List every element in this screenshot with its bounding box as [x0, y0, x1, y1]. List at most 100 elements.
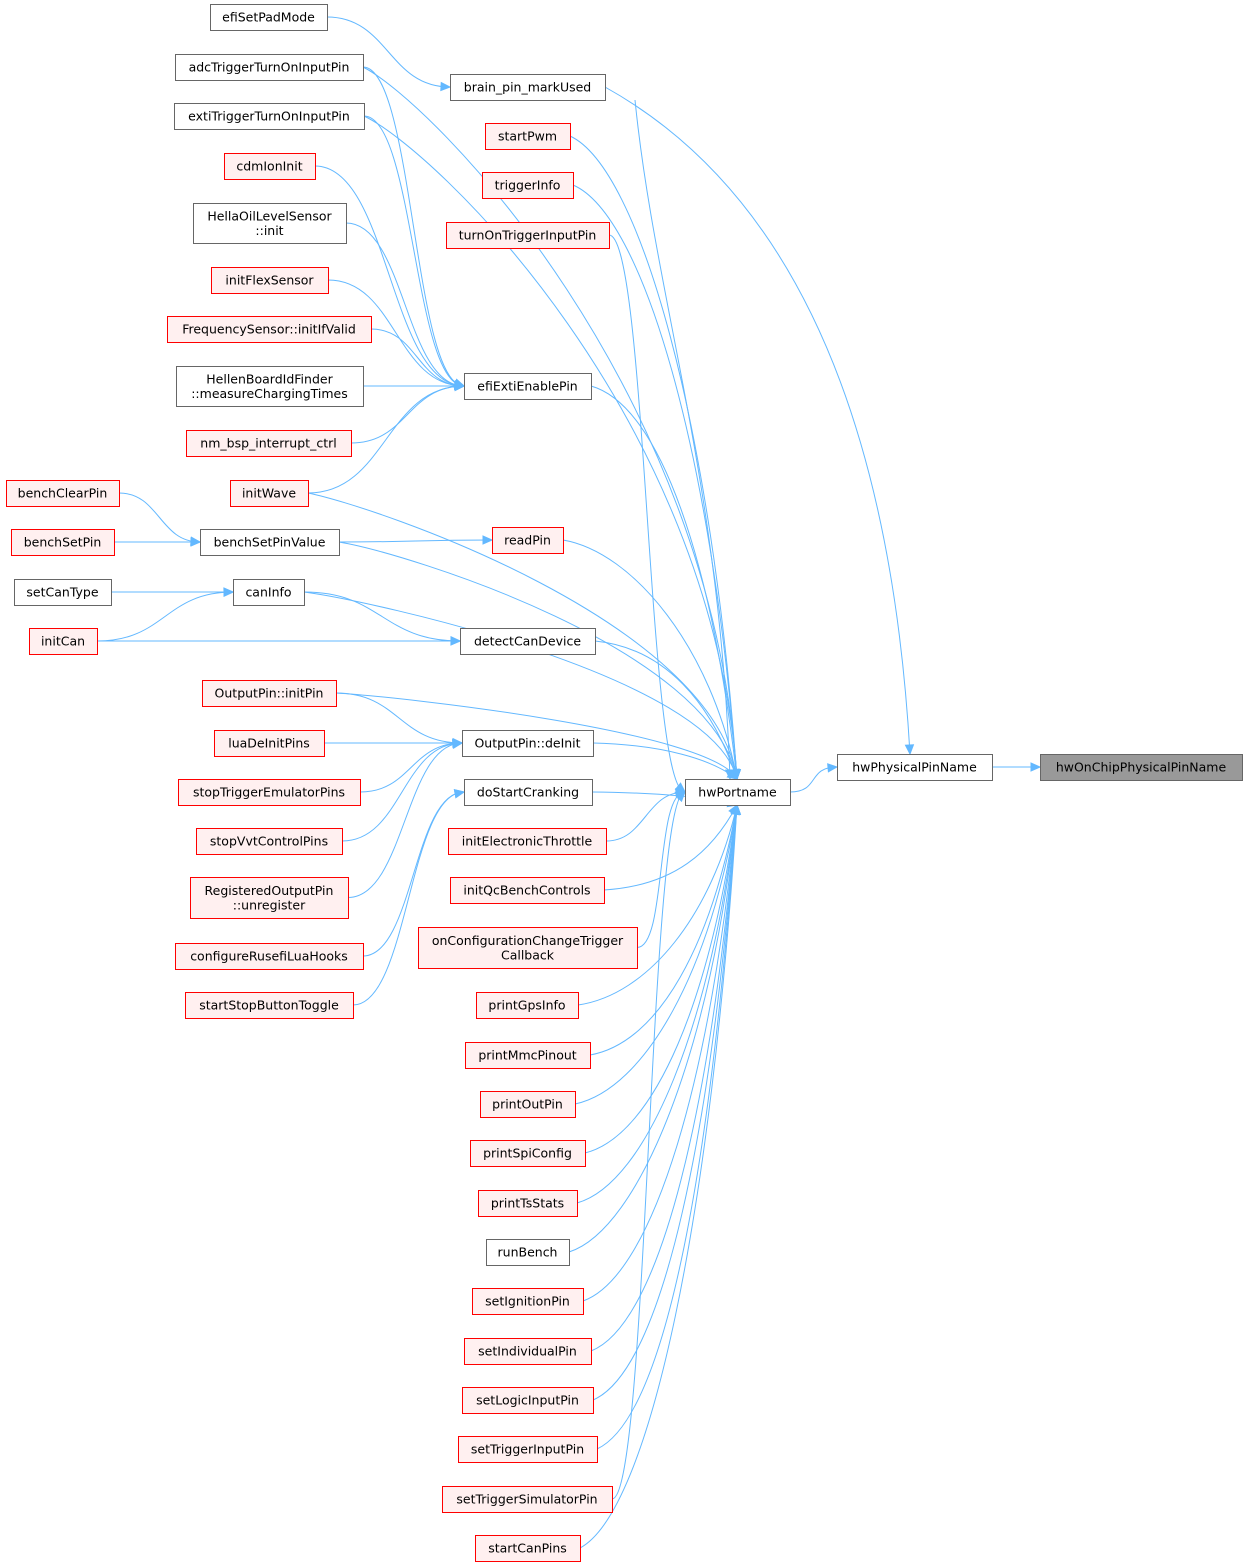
- edge-line: [307, 385, 465, 494]
- node-label: ::init: [255, 223, 283, 238]
- node-label: stopTriggerEmulatorPins: [193, 785, 345, 800]
- node-nm-bsp-interrupt-ctrl[interactable]: nm_bsp_interrupt_ctrl: [186, 430, 352, 457]
- node-box: [174, 103, 365, 130]
- node-caninfo[interactable]: canInfo: [233, 579, 305, 606]
- node-initelectronicthrottle[interactable]: initElectronicThrottle: [448, 828, 607, 855]
- node-readpin[interactable]: readPin: [492, 527, 564, 554]
- node-adctriggerturnoninputpin[interactable]: adcTriggerTurnOnInputPin: [175, 54, 364, 81]
- node-box: [193, 203, 347, 244]
- node-stoptriggeremulatorpins[interactable]: stopTriggerEmulatorPins: [178, 779, 361, 806]
- edge-line: [590, 804, 738, 1352]
- node-box: [478, 1190, 578, 1217]
- node-setcantype[interactable]: setCanType: [14, 579, 112, 606]
- node-label: setLogicInputPin: [476, 1393, 579, 1408]
- node-outputpin-deinit[interactable]: OutputPin::deInit: [462, 730, 594, 757]
- node-label: printSpiConfig: [483, 1146, 572, 1161]
- edge-line: [569, 135, 738, 780]
- node-label: startPwm: [498, 129, 557, 144]
- edge-exti-to-efiExti: [363, 115, 466, 388]
- node-initflexsensor[interactable]: initFlexSensor: [211, 267, 329, 294]
- node-efiextienablepin[interactable]: efiExtiEnablePin: [464, 373, 592, 400]
- node-dostartcranking[interactable]: doStartCranking: [464, 779, 593, 806]
- node-stopvvtcontrolpins[interactable]: stopVvtControlPins: [196, 828, 343, 855]
- edge-line: [338, 541, 738, 780]
- node-label: hwPortname: [698, 785, 777, 800]
- node-brain-pin-markused[interactable]: brain_pin_markUsed: [450, 74, 606, 101]
- node-startcanpins[interactable]: startCanPins: [475, 1535, 581, 1562]
- node-benchsetpinvalue[interactable]: benchSetPinValue: [200, 529, 340, 556]
- node-detectcandevice[interactable]: detectCanDevice: [460, 628, 596, 655]
- node-setindividualpin[interactable]: setIndividualPin: [464, 1338, 592, 1365]
- node-label: printGpsInfo: [488, 998, 565, 1013]
- node-box: [492, 527, 564, 554]
- edge-line: [359, 742, 463, 793]
- node-box: [230, 480, 309, 507]
- node-printmmcpinout[interactable]: printMmcPinout: [465, 1042, 591, 1069]
- node-efisetpadmode[interactable]: efiSetPadMode: [210, 4, 328, 31]
- node-extitriggerturnoninputpin[interactable]: extiTriggerTurnOnInputPin: [174, 103, 365, 130]
- node-box: [185, 992, 354, 1019]
- node-label: efiSetPadMode: [222, 10, 315, 25]
- node-setignitionpin[interactable]: setIgnitionPin: [472, 1288, 584, 1315]
- node-setlogicinputpin[interactable]: setLogicInputPin: [462, 1387, 594, 1414]
- node-printoutpin[interactable]: printOutPin: [480, 1091, 576, 1118]
- node-frequencysensor-initifvalid[interactable]: FrequencySensor::initIfValid: [167, 316, 372, 343]
- node-luadeinitpins[interactable]: luaDeInitPins: [214, 730, 325, 757]
- edge-line: [335, 692, 463, 744]
- node-benchsetpin[interactable]: benchSetPin: [11, 529, 115, 556]
- node-box: [448, 828, 607, 855]
- edge-arrowhead: [453, 789, 466, 799]
- node-hwportname[interactable]: hwPortname: [685, 779, 791, 806]
- node-initqcbenchcontrols[interactable]: initQcBenchControls: [450, 877, 605, 904]
- node-box: [480, 1091, 576, 1118]
- node-label: detectCanDevice: [474, 634, 581, 649]
- edge-arrowhead: [726, 769, 738, 780]
- edge-line: [592, 804, 738, 1401]
- node-label: readPin: [504, 533, 551, 548]
- node-box: [458, 1436, 598, 1463]
- node-startstopbuttontoggle[interactable]: startStopButtonToggle: [185, 992, 354, 1019]
- node-turnontriggerinputpin[interactable]: turnOnTriggerInputPin: [446, 222, 610, 249]
- node-outputpin-initpin[interactable]: OutputPin::initPin: [202, 680, 337, 707]
- node-label: ::unregister: [233, 897, 306, 912]
- node-label: setTriggerSimulatorPin: [456, 1492, 597, 1507]
- node-label: startStopButtonToggle: [199, 998, 339, 1013]
- edge-arrowhead: [674, 791, 686, 803]
- node-box: [1040, 754, 1243, 781]
- edge-regOut-to-deInit: [347, 739, 464, 898]
- edge-line: [362, 66, 738, 780]
- node-printtsstats[interactable]: printTsStats: [478, 1190, 578, 1217]
- node-printgpsinfo[interactable]: printGpsInfo: [476, 992, 579, 1019]
- node-configurerusefiluahooks[interactable]: configureRusefiLuaHooks: [175, 943, 364, 970]
- node-runbench[interactable]: runBench: [486, 1239, 570, 1266]
- edge-line: [574, 804, 738, 1105]
- edge-cdmIonInit-to-efiExti: [314, 165, 466, 390]
- node-box: [211, 267, 329, 294]
- node-hellaoillevelsensor-init[interactable]: HellaOilLevelSensor::init: [193, 203, 347, 244]
- node-hwonchipphysicalpinname[interactable]: hwOnChipPhysicalPinName: [1040, 754, 1243, 781]
- node-label: HellenBoardIdFinder: [206, 371, 333, 386]
- node-registeredoutputpin-unregister[interactable]: RegisteredOutputPin::unregister: [190, 877, 349, 919]
- node-hwphysicalpinname[interactable]: hwPhysicalPinName: [837, 754, 993, 781]
- node-triggerinfo[interactable]: triggerInfo: [482, 172, 574, 199]
- node-settriggersimulatorpin[interactable]: setTriggerSimulatorPin: [442, 1486, 613, 1513]
- node-box: [462, 730, 594, 757]
- edge-outputInitPin-to-deInit: [335, 692, 464, 748]
- node-label: ::measureChargingTimes: [191, 386, 348, 401]
- node-box: [11, 529, 115, 556]
- node-box: [224, 153, 316, 180]
- node-settriggerinputpin[interactable]: setTriggerInputPin: [458, 1436, 598, 1463]
- node-hellenboardidfinder-measurechargingtimes[interactable]: HellenBoardIdFinder::measureChargingTime…: [176, 366, 364, 407]
- node-benchclearpin[interactable]: benchClearPin: [6, 480, 120, 507]
- node-box: [178, 779, 361, 806]
- node-initwave[interactable]: initWave: [230, 480, 309, 507]
- edge-line: [350, 385, 465, 444]
- edge-line: [118, 492, 201, 543]
- edge-line: [326, 16, 451, 88]
- node-startpwm[interactable]: startPwm: [485, 123, 571, 150]
- edge-line: [363, 115, 465, 387]
- node-cdmioninit[interactable]: cdmIonInit: [224, 153, 316, 180]
- node-initcan[interactable]: initCan: [29, 628, 98, 655]
- node-printspiconfig[interactable]: printSpiConfig: [470, 1140, 586, 1167]
